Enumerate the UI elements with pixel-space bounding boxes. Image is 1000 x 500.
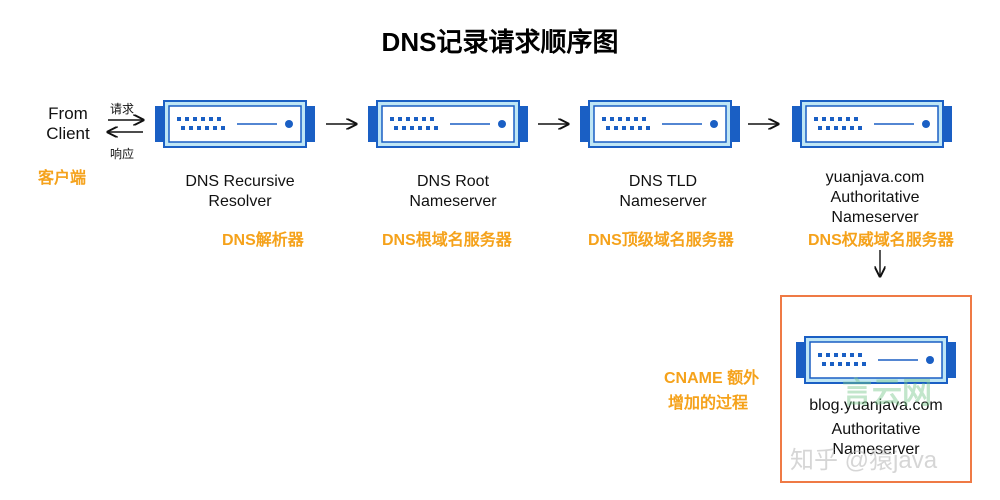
authoritative-cn-label: DNS权威域名服务器 — [808, 232, 954, 249]
tld-line1: DNS TLD — [628, 173, 698, 190]
cname-domain: blog.yuanjava.com — [809, 397, 943, 414]
tld-label: DNS TLD Nameserver — [583, 172, 743, 212]
cname-line2: Nameserver — [832, 441, 920, 458]
root-label: DNS Root Nameserver — [373, 172, 533, 212]
server-icon-tld — [580, 100, 740, 153]
server-icon-authoritative — [792, 100, 952, 153]
cname-server-label: blog.yuanjava.com Authoritative Nameserv… — [792, 396, 960, 460]
tld-cn-label: DNS顶级域名服务器 — [588, 232, 734, 249]
resolver-cn-label: DNS解析器 — [222, 232, 304, 249]
watermark-site: 言云网 — [842, 377, 932, 410]
root-line2: Nameserver — [409, 193, 497, 210]
cname-box — [780, 295, 972, 483]
watermark-zhihu: 知乎 @猿java — [790, 447, 938, 474]
authoritative-domain: yuanjava.com — [825, 169, 925, 186]
authoritative-line2: Nameserver — [831, 209, 919, 226]
authoritative-label: yuanjava.com Authoritative Nameserver — [795, 168, 955, 228]
resolver-label: DNS Recursive Resolver — [160, 172, 320, 212]
root-line1: DNS Root — [416, 173, 490, 190]
root-cn-label: DNS根域名服务器 — [382, 232, 512, 249]
client-label: From Client — [28, 104, 108, 144]
authoritative-line1: Authoritative — [830, 189, 920, 206]
cname-line1: Authoritative — [831, 421, 921, 438]
cname-cn-line2: 增加的过程 — [668, 395, 749, 412]
cname-cn-line1: CNAME 额外 — [664, 370, 760, 387]
resolver-line1: DNS Recursive — [185, 173, 295, 190]
server-icon-cname — [796, 336, 956, 389]
client-line1: From — [48, 104, 88, 123]
client-line2: Client — [46, 124, 90, 143]
client-cn-label: 客户端 — [38, 170, 87, 187]
resolver-line2: Resolver — [208, 193, 272, 210]
request-label: 请求 — [110, 102, 135, 116]
diagram-title: DNS记录请求顺序图 — [381, 27, 619, 57]
server-icon-root — [368, 100, 528, 153]
response-label: 响应 — [110, 147, 135, 161]
server-icon-resolver — [155, 100, 315, 153]
tld-line2: Nameserver — [619, 193, 707, 210]
